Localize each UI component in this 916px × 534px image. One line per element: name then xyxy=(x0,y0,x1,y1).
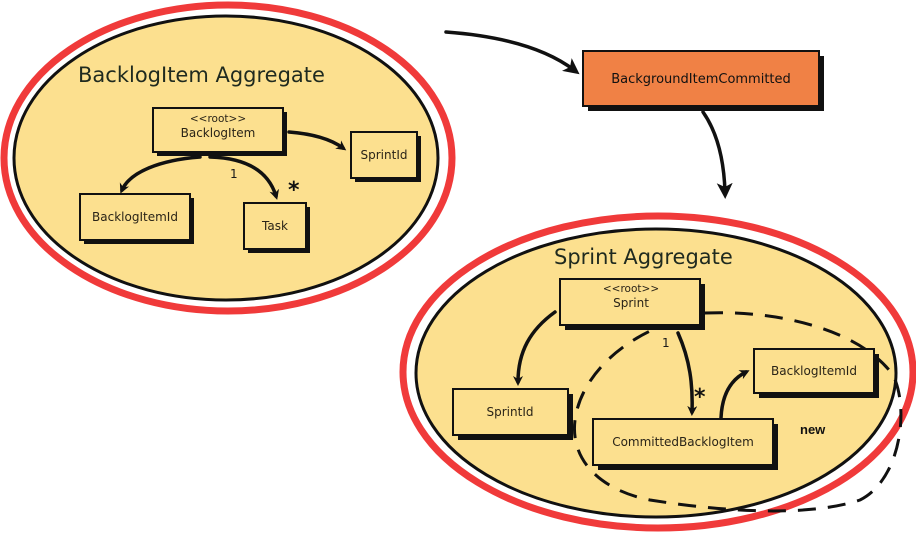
new-label: new xyxy=(800,422,826,437)
sprint-sprint-id-box[interactable]: SprintId xyxy=(452,388,573,440)
task-box[interactable]: Task xyxy=(243,202,310,253)
arrow-root-to-sprint-id xyxy=(287,130,347,151)
sprint-id-label: SprintId xyxy=(361,148,408,162)
sprint-backlog-item-id-box[interactable]: BacklogItemId xyxy=(753,348,879,398)
committed-backlog-item-box[interactable]: CommittedBacklogItem xyxy=(592,418,778,470)
backlog-aggregate-title: BacklogItem Aggregate xyxy=(78,63,325,87)
committed-backlog-item-label: CommittedBacklogItem xyxy=(612,435,754,449)
new-region-dashed-boundary xyxy=(572,311,903,513)
sprint-multiplicity-one: 1 xyxy=(662,336,670,350)
multiplicity-many: * xyxy=(288,178,300,203)
arrow-root-to-backlog-item-id xyxy=(119,155,202,194)
sprint-root-stereotype: <<root>> xyxy=(603,283,659,295)
backlog-item-id-label: BacklogItemId xyxy=(771,364,857,378)
task-label: Task xyxy=(261,219,288,233)
backlog-item-id-box[interactable]: BacklogItemId xyxy=(79,193,194,244)
arrow-to-event xyxy=(444,30,580,75)
multiplicity-one: 1 xyxy=(230,167,238,181)
sprint-root-box[interactable]: <<root>> Sprint xyxy=(559,278,705,330)
backlog-sprint-id-box[interactable]: SprintId xyxy=(350,131,421,182)
arrow-event-to-sprint-aggregate xyxy=(701,110,733,199)
event-box[interactable]: BackgroundItemCommitted xyxy=(582,50,824,111)
sprint-root-label: Sprint xyxy=(613,296,649,310)
sprint-multiplicity-many: * xyxy=(694,385,706,410)
root-stereotype: <<root>> xyxy=(190,113,246,125)
sprint-aggregate-red-ring xyxy=(399,212,916,532)
backlog-item-id-label: BacklogItemId xyxy=(92,210,178,224)
sprint-id-label: SprintId xyxy=(487,405,534,419)
arrow-sprint-to-sprint-id xyxy=(513,310,557,386)
root-label: BacklogItem xyxy=(181,126,256,140)
backlog-item-aggregate: BacklogItem Aggregate <<root>> BacklogIt… xyxy=(0,1,456,315)
backlog-aggregate-red-ring xyxy=(0,1,456,315)
backlog-item-root-box[interactable]: <<root>> BacklogItem xyxy=(152,107,287,156)
event-label: BackgroundItemCommitted xyxy=(611,72,791,87)
sprint-aggregate-title: Sprint Aggregate xyxy=(554,245,733,269)
arrow-root-to-task xyxy=(208,155,280,200)
arrow-sprint-to-committed-item xyxy=(676,331,698,416)
sprint-aggregate: Sprint Aggregate <<root>> Sprint SprintI… xyxy=(399,212,916,532)
arrow-committed-item-to-backlog-item-id xyxy=(719,370,750,420)
